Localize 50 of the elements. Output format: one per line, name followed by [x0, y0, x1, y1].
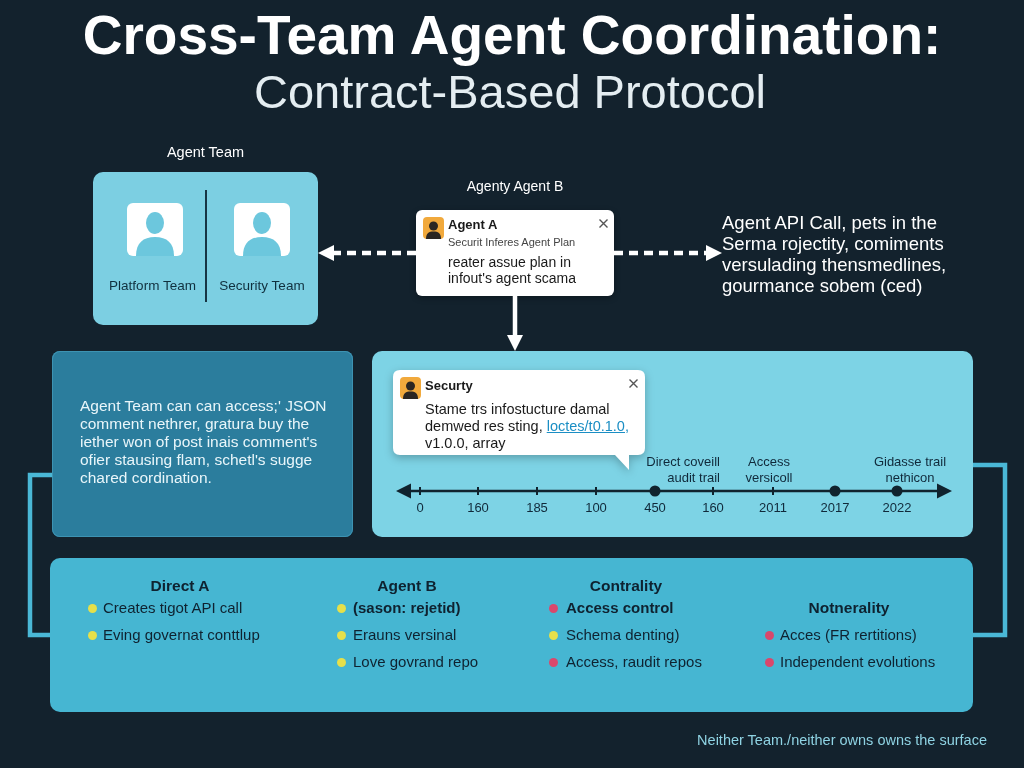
column-heading: Direct A [150, 577, 210, 595]
timeline-annotation: Access versicoll [744, 454, 794, 486]
bullet-text: Erauns versinal [353, 626, 457, 643]
timeline-annotation: Direct coveill audit trail [645, 454, 720, 486]
arrow [507, 296, 523, 351]
dashed-arrow [318, 245, 416, 261]
comment-subtitle: Securit Inferes Agent Plan [448, 236, 576, 248]
card-heading: Agenty Agent B [466, 178, 564, 194]
timeline-annotation: Gidasse trail nethicon [872, 454, 948, 486]
column-heading: Contrality [589, 577, 663, 595]
bullet-text: Access control [566, 599, 674, 616]
comment-text: Stame trs infostucture damal demwed res sting, loctes/t0.1.0, v1.0.0, array [425, 401, 630, 452]
column-heading: Agent B [377, 577, 437, 595]
link: loctes/t0.1.0, [546, 418, 629, 434]
author-name: Securty [425, 378, 473, 393]
connector-line [973, 462, 1008, 638]
tick-label: 185 [526, 500, 548, 515]
bullet-text: (sason: rejetid) [353, 599, 461, 616]
tick-label: 100 [585, 500, 607, 515]
summary-panel [50, 558, 973, 712]
tick-label: 2022 [882, 500, 912, 515]
group-heading: Agent Team [166, 144, 245, 160]
title: Cross-Team Agent Coordination: [82, 3, 942, 67]
tick-label: 2017 [820, 500, 850, 515]
tick-label: 0 [416, 500, 424, 515]
connector-line [27, 472, 52, 638]
bullet-text: Access, raudit repos [566, 653, 702, 670]
bullet-text: Eving governat conttlup [103, 626, 260, 643]
bullet-text: Schema denting) [566, 626, 680, 643]
info-panel [52, 351, 353, 537]
bullet-text: Love govrand repo [353, 653, 479, 670]
team-name: Platform Team [109, 278, 196, 293]
tick-label: 160 [702, 500, 724, 515]
author-name: Agent A [448, 217, 498, 232]
bullet-text: Independent evolutions [780, 653, 936, 670]
dashed-arrow [614, 245, 722, 261]
tick-label: 450 [644, 500, 666, 515]
tick-label: 2011 [759, 500, 787, 515]
bullet-text: Creates tigot API call [103, 599, 243, 616]
column-heading: Notnerality [808, 599, 890, 617]
caption: Neither Team./neither owns owns the surface [697, 732, 987, 748]
timeline-panel [372, 351, 973, 537]
comment-bubble [393, 370, 645, 470]
team-name: Security Team [219, 278, 305, 293]
description-text: Agent API Call, pets in the Serma rojectity, comiments versulading thensmedlines, gourmance sobem (ced) [722, 212, 967, 296]
bullet-text: Acces (FR rertitions) [780, 626, 917, 643]
comment-text: reater assue plan in infout's agent scama [448, 254, 577, 286]
panel-text: Agent Team can can access;' JSON comment nethrer, gratura buy the iether won of post inais comment's ofier stausing flam, schetl's sugge chared cordination. [80, 397, 328, 487]
tick-label: 160 [467, 500, 489, 515]
subtitle: Contract-Based Protocol [254, 65, 766, 119]
